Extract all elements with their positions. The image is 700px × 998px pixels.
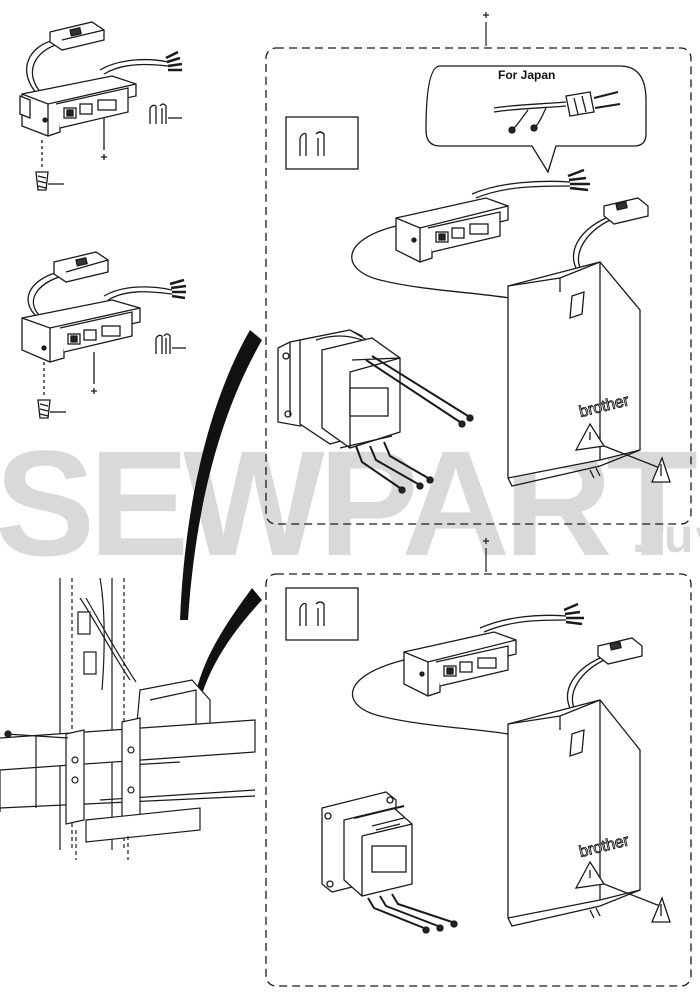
switch-assembly-middle-left	[21, 251, 187, 419]
japan-plug-callout: For Japan	[425, 65, 647, 174]
clip-inset-bottom	[285, 587, 359, 641]
clip-inset-top	[285, 116, 359, 170]
control-box-cover-top: brother	[507, 197, 671, 487]
machine-table-detail	[0, 577, 256, 860]
leader-sweeps	[180, 330, 262, 694]
transformer-top	[277, 329, 474, 494]
transformer-bottom	[321, 791, 458, 934]
control-box-cover-bottom: brother	[507, 637, 671, 927]
watermark-suffix: .ru	[632, 510, 693, 563]
switch-box-top-group	[351, 168, 590, 299]
group-top-boundary	[265, 12, 692, 525]
switch-box-bottom-group	[351, 602, 584, 735]
switch-assembly-top-left	[19, 21, 183, 191]
group-bottom-boundary	[265, 538, 692, 987]
for-japan-label: For Japan	[498, 68, 555, 82]
